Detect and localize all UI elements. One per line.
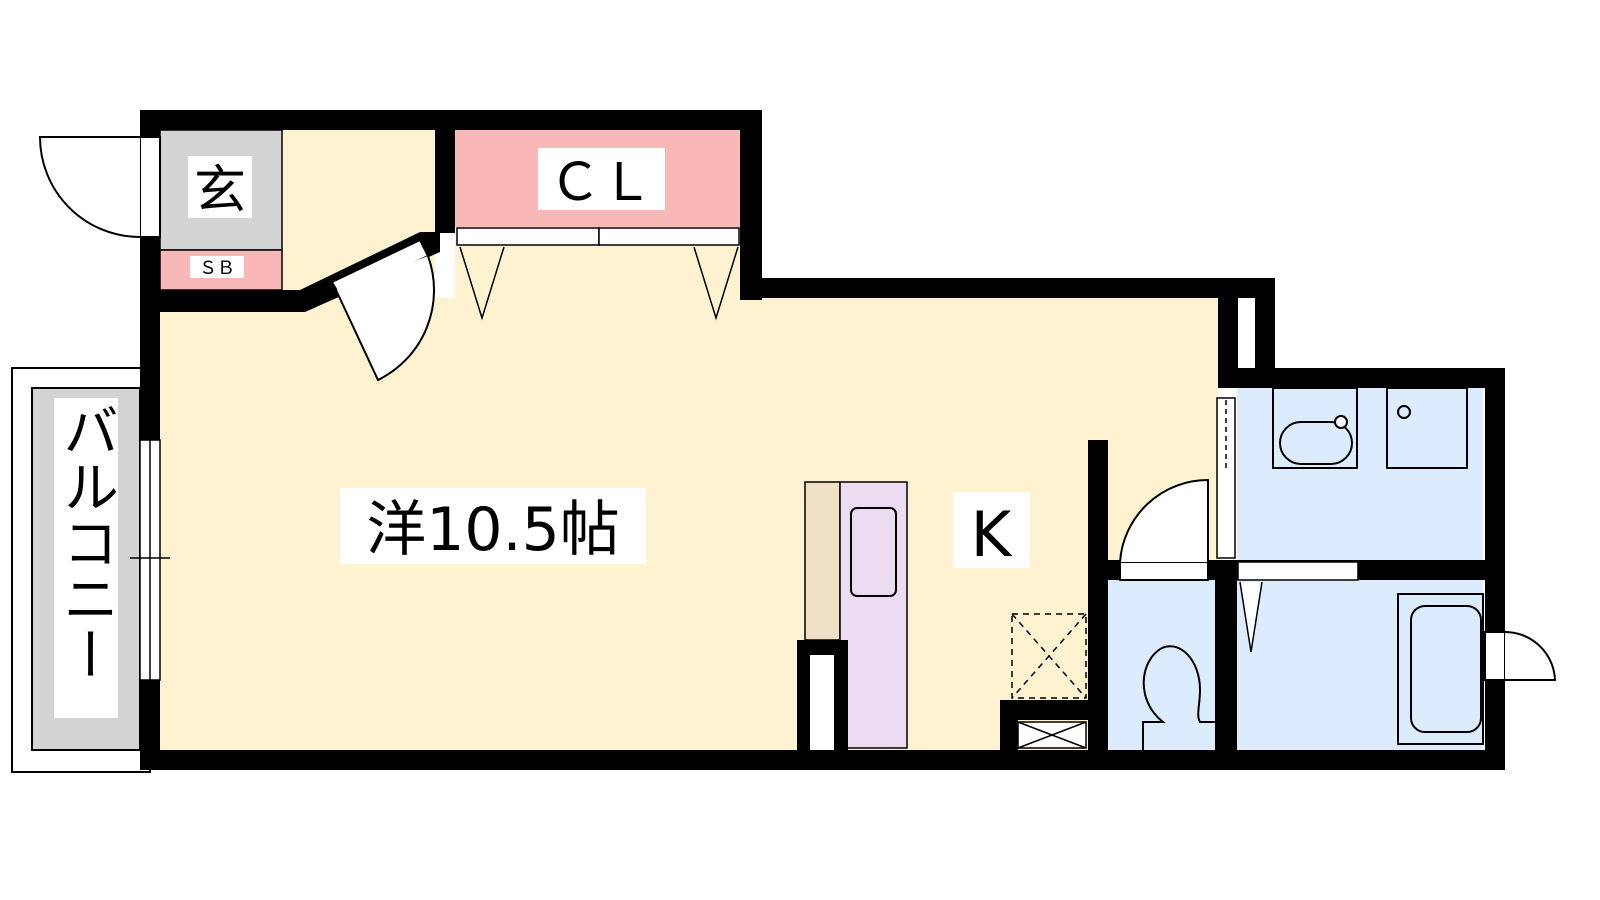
bathroom bbox=[1237, 580, 1483, 750]
toilet bbox=[1142, 645, 1221, 750]
closet-sliding-doors bbox=[456, 227, 740, 321]
bathroom-folding-door[interactable] bbox=[1237, 561, 1359, 653]
balcony-label: バルコニー bbox=[54, 402, 119, 682]
storage-box bbox=[1017, 721, 1087, 749]
washbasin bbox=[1272, 387, 1358, 469]
entrance-door[interactable] bbox=[38, 136, 161, 238]
refrigerator-space bbox=[1011, 613, 1087, 699]
washroom bbox=[1237, 388, 1483, 560]
balcony: バルコニー bbox=[11, 367, 151, 773]
entrance-label: 玄 bbox=[194, 161, 246, 221]
window-balcony bbox=[130, 439, 170, 681]
room-label: 洋10.5帖 bbox=[366, 495, 620, 565]
kitchen-counter bbox=[804, 481, 908, 749]
bathtub bbox=[1397, 593, 1484, 745]
closet-label: ＣＬ bbox=[549, 153, 653, 213]
sink-icon bbox=[850, 507, 897, 597]
shoe-box-label: ＳＢ bbox=[199, 258, 235, 279]
toilet-door[interactable] bbox=[1119, 478, 1209, 581]
kitchen-label: K bbox=[971, 498, 1013, 571]
wall-niche bbox=[1238, 300, 1255, 366]
window-washroom bbox=[1216, 397, 1236, 559]
room-door[interactable] bbox=[330, 238, 435, 382]
bathroom-window bbox=[1484, 630, 1557, 681]
